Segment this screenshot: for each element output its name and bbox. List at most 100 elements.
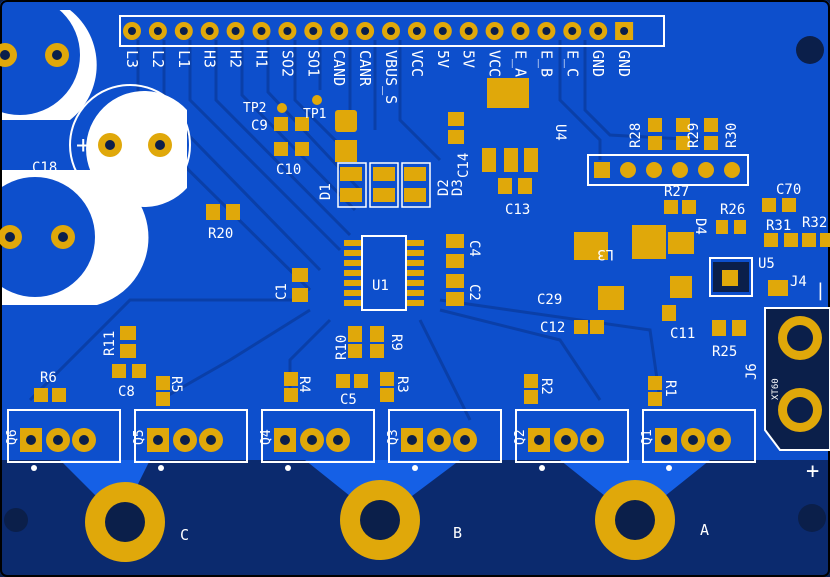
c18-copper	[0, 177, 95, 297]
header-pin-label: CAND	[330, 50, 348, 86]
tl-copper	[0, 0, 80, 115]
label-c15: C15	[122, 98, 147, 114]
mosfet-pad-hole	[688, 435, 698, 445]
mosfet-pad-hole	[661, 435, 671, 445]
label-c14: C14	[456, 153, 472, 178]
mosfet-pin1-dot	[539, 465, 545, 471]
label-r9: R9	[388, 334, 404, 351]
mosfet-outline	[388, 409, 502, 463]
header-pin-label: SO2	[278, 50, 296, 77]
label-r27: R27	[664, 184, 689, 200]
label-c12: C12	[540, 320, 565, 336]
six-pin-header-outline	[587, 154, 749, 186]
header-pin-label: GND	[589, 50, 607, 77]
silk-labels: C15 C18 TP2 TP1 C9 C10 D1 D2 D3 C14 U4 C…	[32, 98, 827, 544]
header-pin-label: VCC	[408, 50, 426, 77]
header-pin-label: SO1	[304, 50, 322, 77]
mosfet-pin1-dot	[158, 465, 164, 471]
header-pin-hole	[464, 27, 473, 35]
header-pin-label: E_C	[563, 50, 581, 77]
tp1-pad	[312, 95, 322, 105]
mosfet-label: Q2	[513, 429, 528, 445]
label-c5: C5	[340, 392, 357, 408]
c15-plus-sign: +	[76, 131, 90, 159]
mosfet-outline	[515, 409, 629, 463]
header-pin-hole	[412, 27, 421, 35]
label-r6: R6	[40, 370, 57, 386]
label-xt60: XT60	[771, 378, 781, 400]
d2-outline	[369, 162, 399, 208]
mosfet-label: Q4	[259, 429, 274, 445]
header-outline	[119, 15, 665, 47]
label-c10: C10	[276, 162, 301, 178]
d1-outline	[337, 162, 367, 208]
mosfet-pad-hole	[53, 435, 63, 445]
header-pin-label: E_A	[512, 50, 530, 77]
header-pin-hole	[387, 27, 395, 35]
label-r29: R29	[686, 123, 702, 148]
mosfet-pin1-dot	[285, 465, 291, 471]
label-u4: U4	[552, 124, 568, 141]
mounting-hole-bl	[4, 508, 28, 532]
header-pin-label: H2	[227, 50, 245, 68]
label-r20: R20	[208, 226, 233, 242]
mosfet-pad-hole	[434, 435, 444, 445]
label-c11: C11	[670, 326, 695, 342]
capacitor-pads	[0, 43, 172, 249]
header-pin-row	[119, 15, 665, 47]
mounting-hole-tr	[796, 36, 824, 64]
mosfet-pad-hole	[206, 435, 216, 445]
mosfet-pad-hole	[153, 435, 163, 445]
label-r31: R31	[766, 218, 791, 234]
label-r2: R2	[538, 378, 554, 395]
header-pin-label: VBUS_S	[382, 50, 400, 104]
label-r4: R4	[296, 376, 312, 393]
mosfet-pad-hole	[561, 435, 571, 445]
header-pin-label: L3	[123, 50, 141, 68]
label-c1: C1	[274, 283, 290, 300]
label-u1: U1	[372, 278, 389, 294]
six-pin-header	[594, 162, 740, 178]
mosfet-pad-hole	[280, 435, 290, 445]
mosfet-pad-hole	[407, 435, 417, 445]
header-pin-hole	[128, 27, 136, 35]
d3-outline	[401, 162, 431, 208]
mosfet-outline	[7, 409, 121, 463]
label-c13: C13	[505, 202, 530, 218]
label-d2: D2	[436, 179, 452, 196]
label-c70: C70	[776, 182, 801, 198]
header-pin-label: 5V	[460, 50, 478, 68]
header-pin-hole	[309, 27, 318, 35]
header-pin-hole	[231, 27, 240, 35]
header-pin-label: CANR	[356, 50, 374, 87]
header-pin-hole	[361, 27, 370, 35]
header-pin-label: H1	[253, 50, 271, 68]
label-u5: U5	[758, 256, 775, 272]
label-tp2: TP2	[243, 101, 266, 116]
header-pin-label: VCC	[486, 50, 504, 77]
header-pin-label: L1	[175, 50, 193, 68]
label-j4: J4	[790, 274, 807, 290]
header-pin-label: 5V	[434, 50, 452, 68]
mosfet-pad-hole	[460, 435, 470, 445]
header-pin-hole	[283, 27, 292, 35]
mosfet-pin1-dot	[31, 465, 37, 471]
smd-pads	[34, 78, 830, 406]
mosfet-pad-hole	[333, 435, 343, 445]
label-r32: R32	[802, 215, 827, 231]
label-c4: C4	[466, 240, 482, 257]
label-phase-a: A	[700, 521, 709, 539]
mosfet-pad-hole	[180, 435, 190, 445]
label-c2: C2	[466, 284, 482, 301]
header-pin-hole	[568, 27, 577, 35]
label-r1: R1	[662, 380, 678, 397]
header-pin-label: GND	[615, 50, 633, 77]
label-r30: R30	[724, 123, 740, 148]
header-pin-hole	[490, 27, 499, 35]
label-plus-bottom: +	[806, 459, 819, 484]
label-minus: |	[815, 280, 826, 301]
header-pin-label: H3	[201, 50, 219, 68]
mosfet-label: Q6	[5, 429, 20, 445]
